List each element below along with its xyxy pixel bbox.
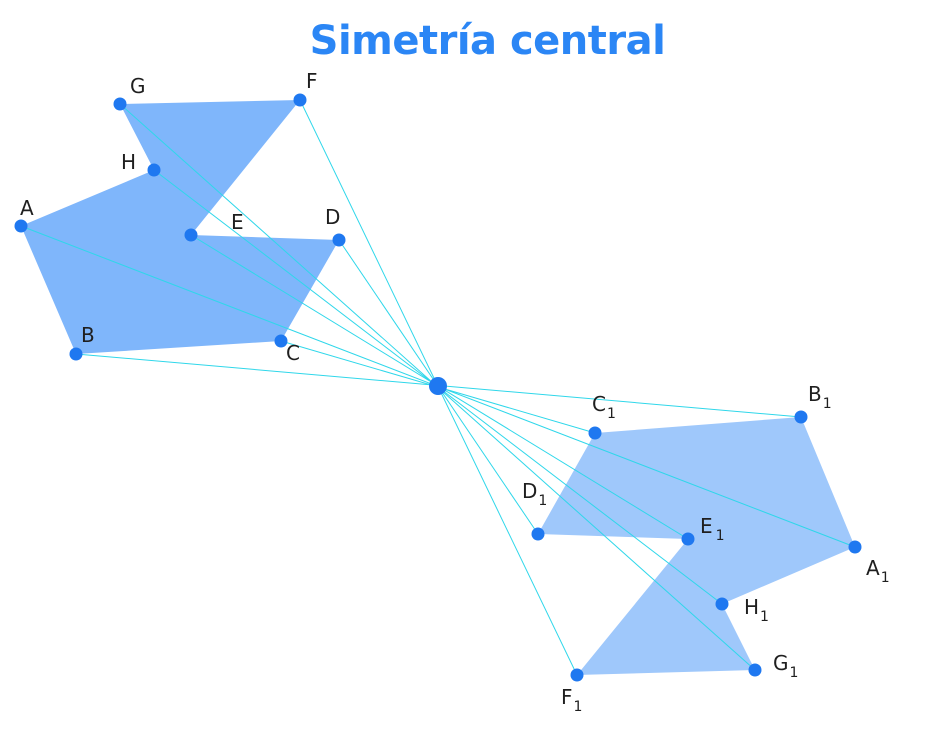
label-c: C [286, 341, 300, 365]
point-a1 [848, 540, 862, 554]
label-g1: G1 [773, 651, 798, 681]
label-a: A [20, 196, 34, 220]
point-h1 [715, 597, 729, 611]
point-c1 [588, 426, 602, 440]
vertex-points [14, 93, 862, 682]
point-e [184, 228, 198, 242]
point-f1 [570, 668, 584, 682]
label-e: E [231, 210, 244, 234]
point-b1 [794, 410, 808, 424]
point-d1 [531, 527, 545, 541]
point-g1 [748, 663, 762, 677]
label-c1: C1 [592, 392, 616, 422]
point-d [332, 233, 346, 247]
original-labels: A B C D E F G H [20, 69, 340, 365]
point-c [274, 334, 288, 348]
label-d1: D1 [522, 479, 547, 509]
label-d: D [325, 205, 340, 229]
point-f [293, 93, 307, 107]
point-a [14, 219, 28, 233]
point-b [69, 347, 83, 361]
image-polygon [538, 417, 855, 675]
label-a1: A1 [866, 556, 890, 586]
center-point [429, 377, 447, 395]
page-title: Simetría central [309, 18, 666, 64]
label-f1: F1 [561, 685, 582, 715]
point-h [147, 163, 161, 177]
label-h: H [121, 150, 136, 174]
label-h1: H1 [744, 595, 769, 625]
point-e1 [681, 532, 695, 546]
label-g: G [130, 74, 146, 98]
point-g [113, 97, 127, 111]
label-b1: B1 [808, 382, 832, 412]
label-b: B [81, 323, 95, 347]
label-f: F [306, 69, 318, 93]
original-polygon [21, 100, 339, 354]
